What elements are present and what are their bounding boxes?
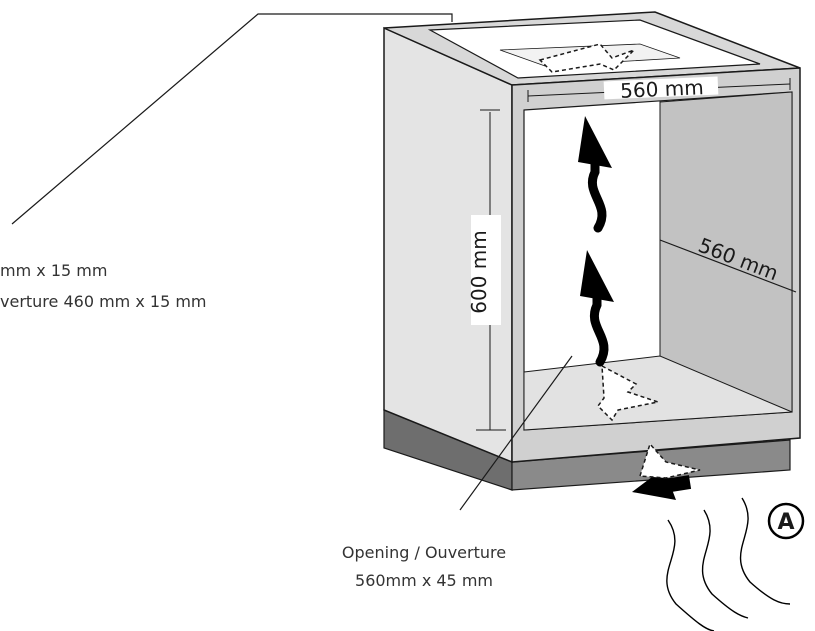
bottom-opening-label-line1: Opening / Ouverture: [342, 543, 506, 562]
bottom-opening-leader: [459, 355, 573, 511]
heat-waves: [666, 497, 791, 631]
airflow-arrows: [578, 116, 692, 500]
width-dimension: 560 mm: [527, 75, 791, 103]
floor-dashed-arrow: [597, 364, 661, 422]
marker-label: A: [777, 510, 794, 535]
heat-wave-3: [739, 497, 791, 605]
shelf-line: [659, 239, 797, 293]
bottom-opening-label-line2: 560mm x 45 mm: [355, 571, 493, 590]
width-label: 560 mm: [620, 75, 704, 103]
lower-airflow-arrow: [589, 290, 609, 367]
heat-wave-2: [701, 509, 749, 619]
marker-circle: [767, 502, 805, 540]
heat-wave-1: [666, 519, 715, 631]
top-dashed-arrow: [538, 43, 635, 73]
top-opening-label-line2: verture 460 mm x 15 mm: [0, 292, 207, 311]
marker-a: A: [767, 502, 805, 540]
upper-arrow-head: [578, 116, 612, 168]
height-dimension: 600 mm: [467, 109, 506, 431]
interior-floor: [523, 355, 793, 431]
top-opening-leader: [11, 13, 453, 225]
upper-airflow-arrow: [587, 155, 607, 233]
lower-arrow-head: [580, 250, 614, 302]
plinth-dashed-arrow: [639, 442, 701, 479]
top-opening-label-line1: mm x 15 mm: [0, 261, 107, 280]
dashed-airflow: [538, 43, 701, 479]
height-label: 600 mm: [467, 230, 491, 314]
